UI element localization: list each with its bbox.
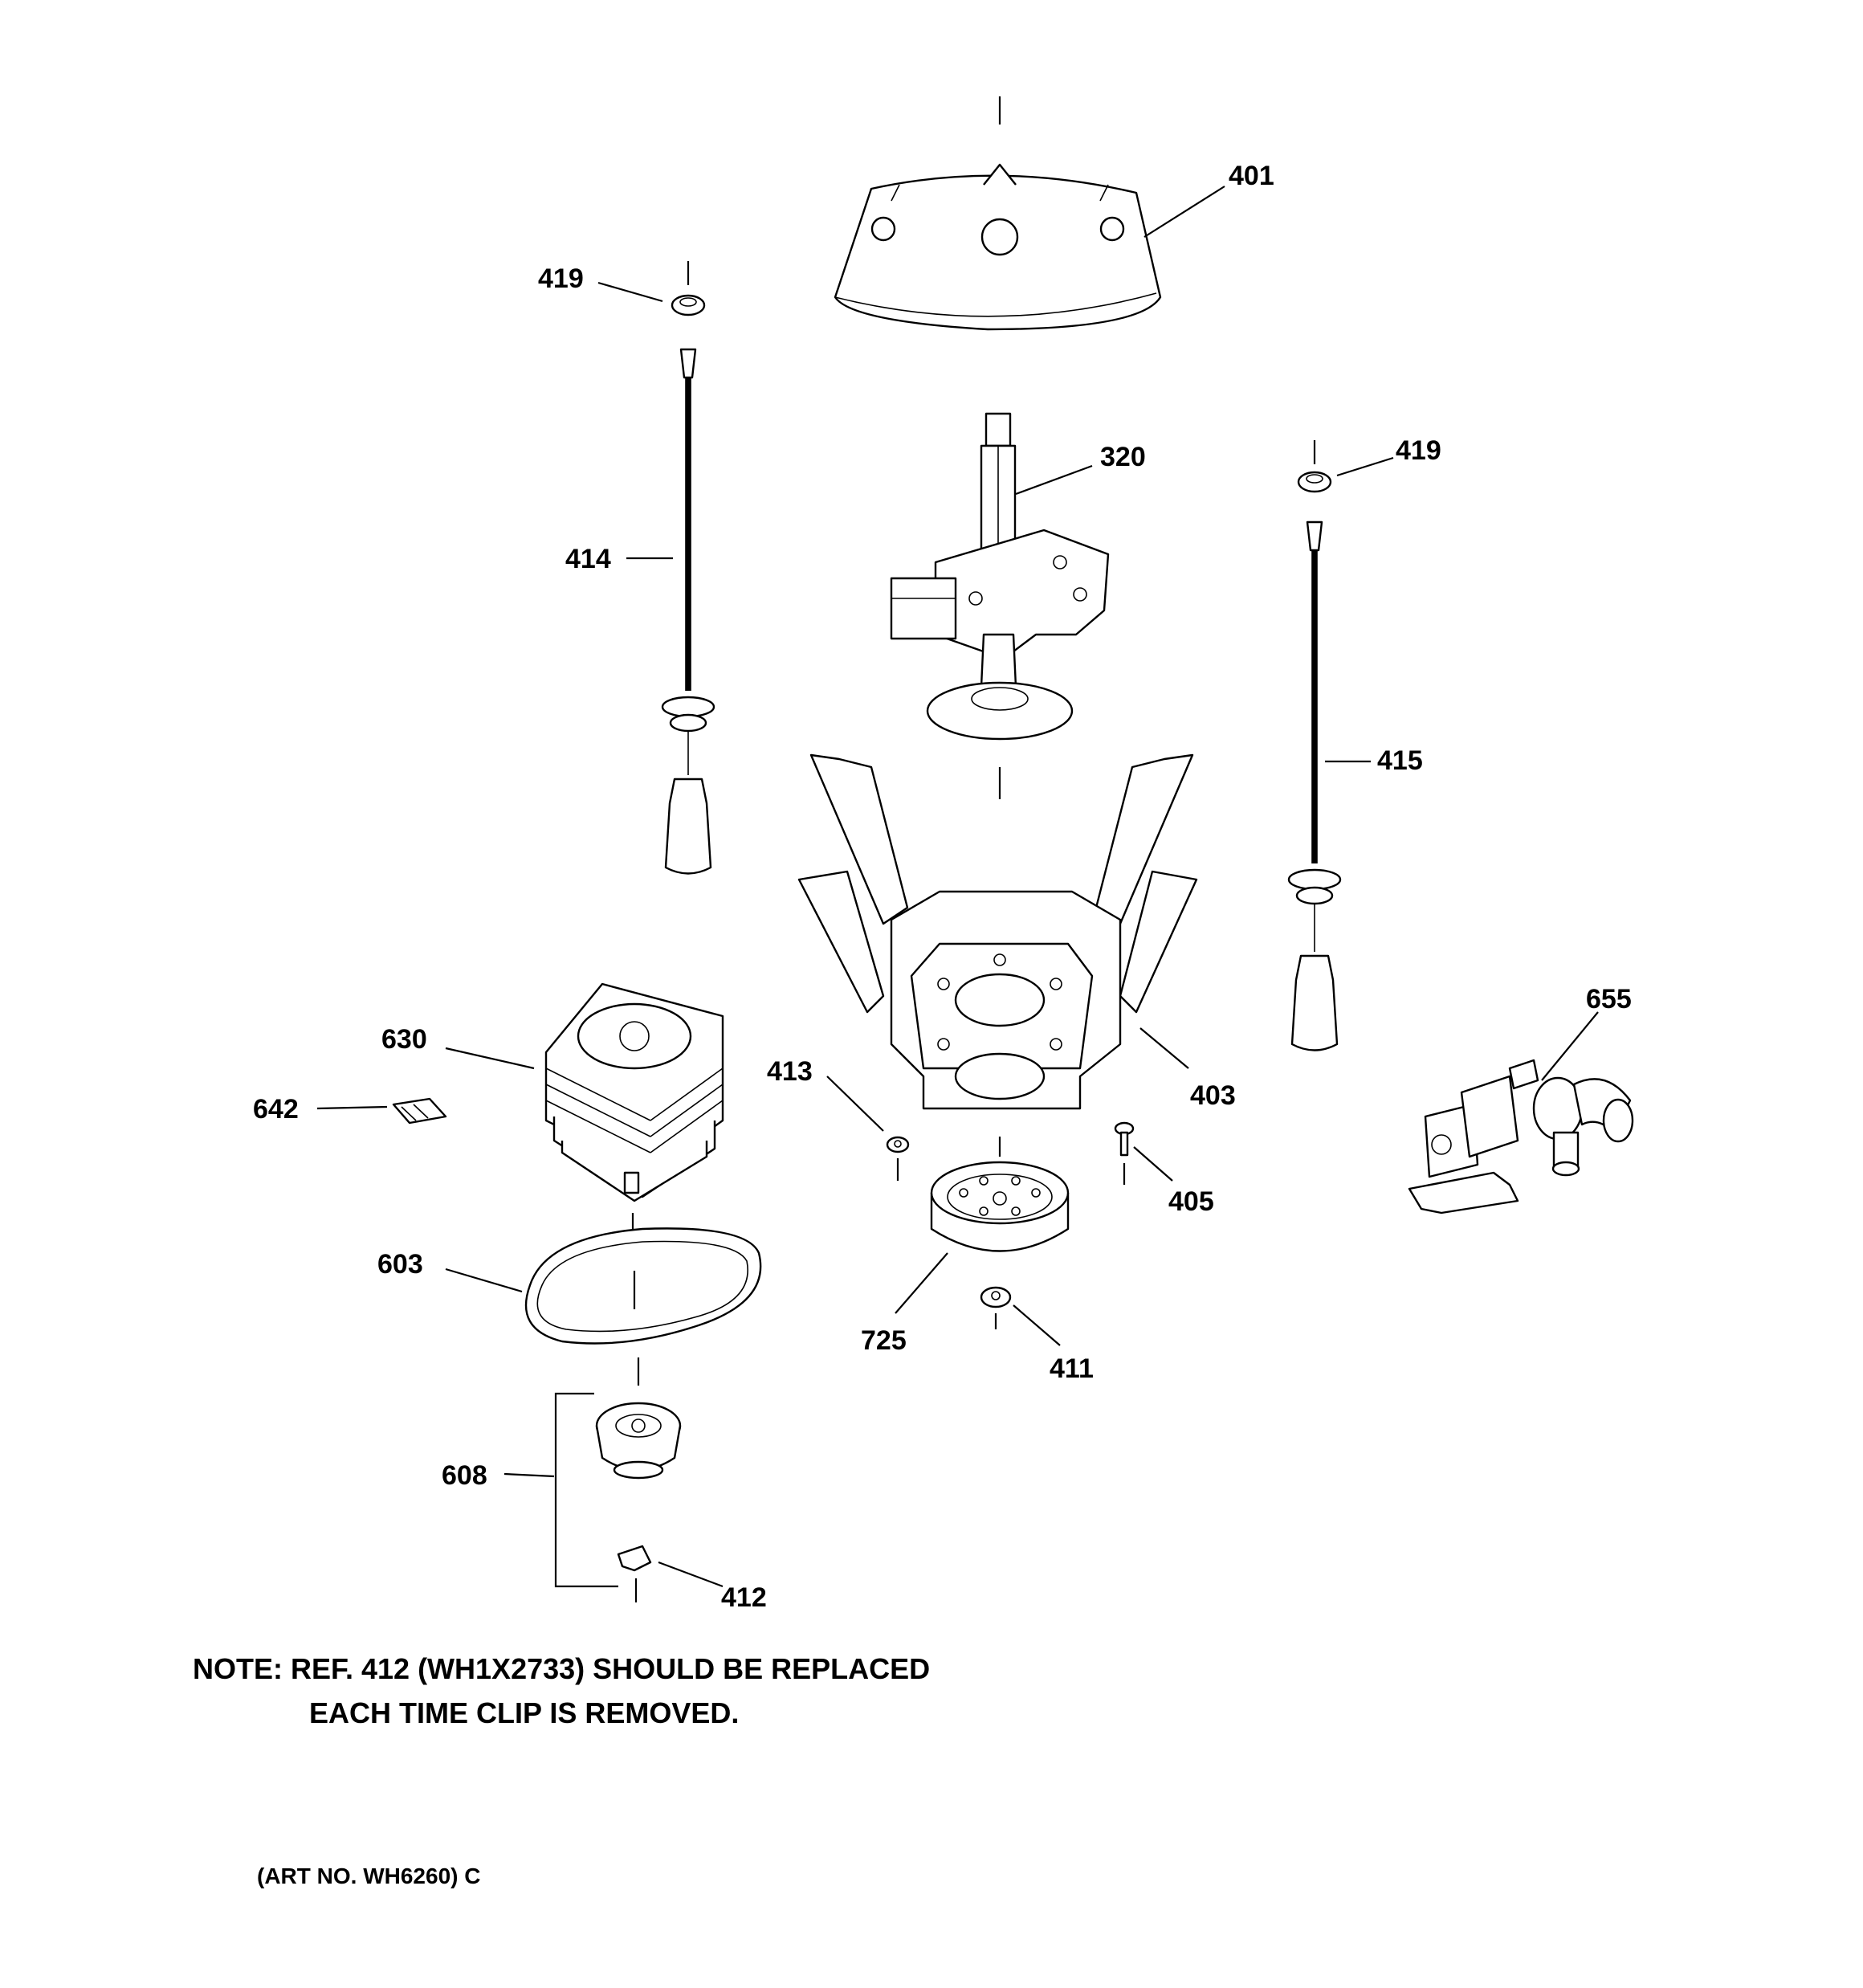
part-405-screw [1114, 1121, 1135, 1185]
part-608-motor-pulley [595, 1402, 682, 1480]
label-415: 415 [1377, 745, 1423, 776]
label-413: 413 [767, 1056, 813, 1087]
leader-320 [1015, 464, 1093, 496]
leader-411 [1013, 1304, 1061, 1346]
part-419-cap-right [1297, 440, 1332, 493]
label-655: 655 [1586, 984, 1632, 1014]
label-642: 642 [253, 1094, 299, 1125]
art-number: (ART NO. WH6260) C [257, 1863, 480, 1888]
leader-655 [1541, 1011, 1599, 1081]
part-401-cover [834, 96, 1162, 331]
part-415-suspension-rod [1287, 520, 1342, 1051]
label-414: 414 [565, 544, 611, 574]
leader-413 [826, 1076, 884, 1132]
label-411: 411 [1050, 1353, 1094, 1384]
label-419-right: 419 [1396, 435, 1441, 466]
leader-401 [1143, 186, 1225, 238]
label-320: 320 [1100, 442, 1146, 472]
leader-642 [316, 1105, 388, 1110]
part-655-water-valve [1408, 1059, 1634, 1214]
part-413-nut [886, 1136, 910, 1181]
label-603: 603 [377, 1249, 423, 1280]
part-414-suspension-rod [661, 348, 715, 875]
note-line-2: EACH TIME CLIP IS REMOVED. [309, 1696, 739, 1729]
bracket-608 [554, 1392, 618, 1588]
leader-630 [445, 1047, 535, 1070]
label-403: 403 [1190, 1080, 1236, 1111]
leader-403 [1139, 1027, 1189, 1069]
label-419-left: 419 [538, 263, 584, 294]
label-412: 412 [721, 1582, 767, 1613]
note-line-1: NOTE: REF. 412 (WH1X2733) SHOULD BE REPL… [193, 1652, 930, 1685]
part-725-pulley [930, 1137, 1070, 1252]
label-725: 725 [861, 1325, 907, 1356]
part-642-clip [392, 1097, 447, 1125]
part-412-clip [617, 1545, 652, 1602]
label-608: 608 [442, 1460, 487, 1491]
label-630: 630 [381, 1024, 427, 1055]
leader-419-right [1336, 456, 1394, 477]
leader-419-left [597, 281, 663, 303]
leader-405 [1133, 1146, 1173, 1182]
part-320-transmission [890, 412, 1110, 741]
leader-608 [503, 1472, 555, 1478]
label-405: 405 [1168, 1186, 1214, 1217]
leader-412 [658, 1561, 724, 1588]
part-630-motor [544, 982, 724, 1202]
part-403-suspension-base [797, 753, 1198, 1110]
part-603-belt [524, 1227, 762, 1345]
label-401: 401 [1229, 161, 1274, 191]
leader-725 [895, 1252, 948, 1314]
part-419-cap-left [671, 261, 706, 316]
part-411-nut [980, 1286, 1012, 1329]
leader-603 [445, 1268, 523, 1293]
